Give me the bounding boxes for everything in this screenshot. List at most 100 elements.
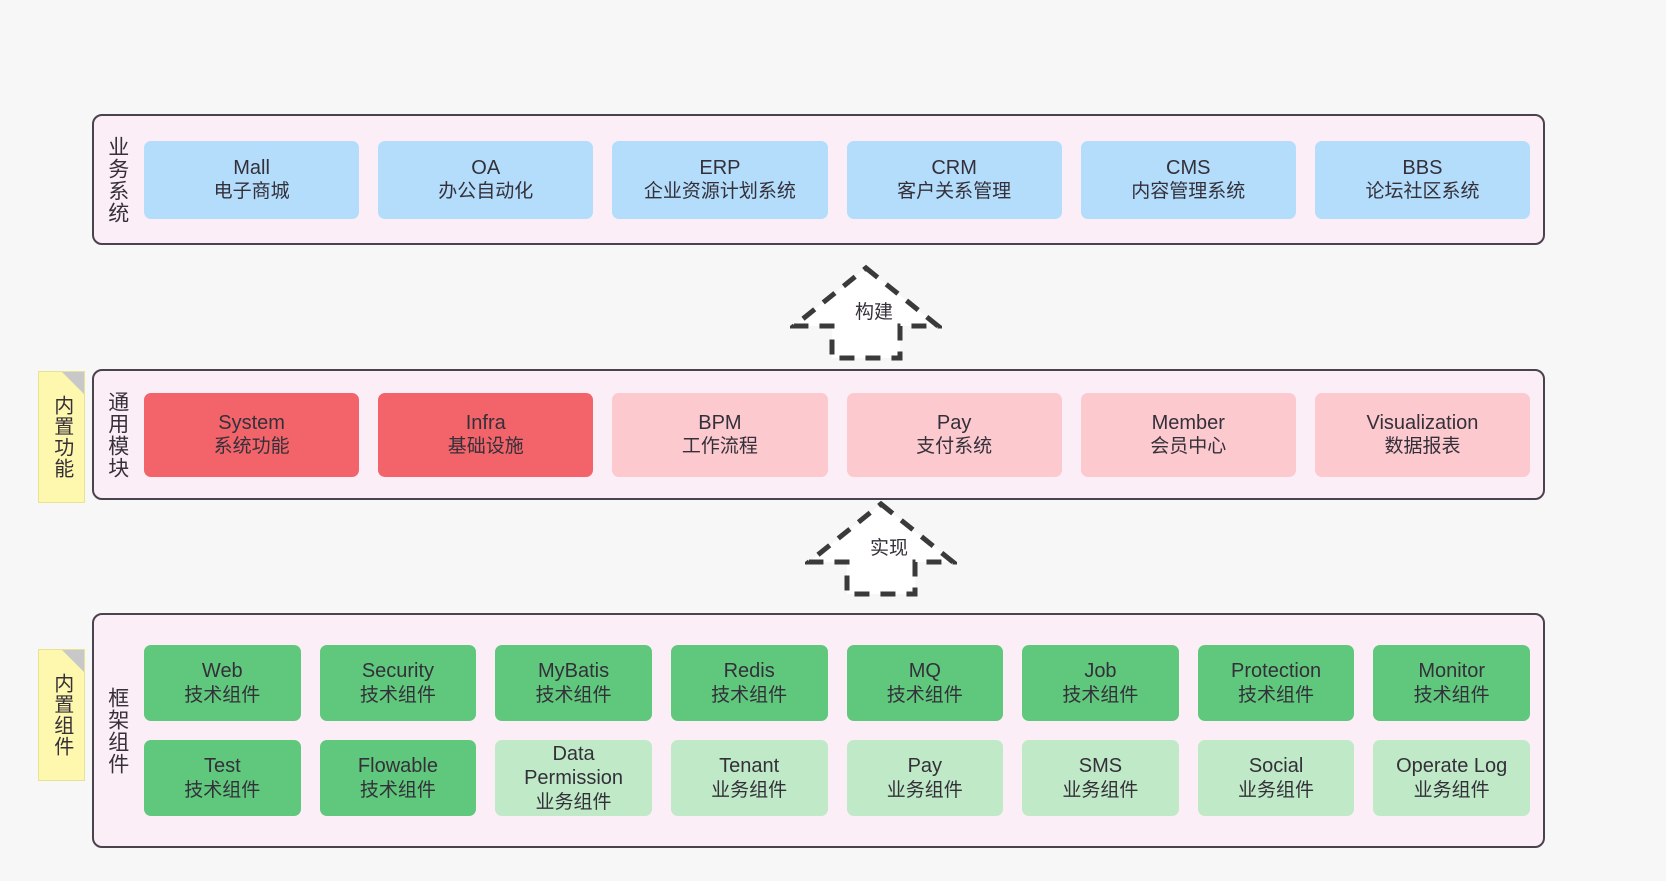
node-monitor-cn: 技术组件	[1413, 684, 1490, 706]
node-pay-module-en: Pay	[936, 411, 972, 434]
sticky-fold-corner-icon	[62, 650, 84, 672]
layer-body-common-modules: System 系统功能 Infra 基础设施 BPM 工作流程 Pay 支付系统…	[140, 371, 1543, 498]
node-mq[interactable]: MQ 技术组件	[846, 645, 1004, 721]
node-web[interactable]: Web 技术组件	[144, 645, 301, 721]
node-social-cn: 业务组件	[1238, 779, 1315, 801]
node-member-en: Member	[1151, 411, 1225, 434]
layer-framework-components: 框架组件 Web 技术组件 Security 技术组件 MyBatis 技术组件…	[92, 613, 1545, 848]
node-infra[interactable]: Infra 基础设施	[378, 392, 594, 477]
node-mall-en: Mall	[233, 156, 270, 179]
node-flowable[interactable]: Flowable 技术组件	[319, 740, 477, 816]
node-cms-en: CMS	[1166, 156, 1211, 179]
node-social[interactable]: Social 业务组件	[1197, 740, 1355, 816]
node-crm-en: CRM	[931, 156, 977, 179]
layer-body-framework-components: Web 技术组件 Security 技术组件 MyBatis 技术组件 Redi…	[140, 615, 1543, 846]
node-pay-component-en: Pay	[907, 755, 943, 778]
node-mq-cn: 技术组件	[886, 684, 963, 706]
node-security[interactable]: Security 技术组件	[319, 645, 477, 721]
node-protection-cn: 技术组件	[1238, 684, 1315, 706]
arrow-build-label: 构建	[855, 302, 894, 323]
sticky-note-builtin-features-label: 内置功能	[50, 395, 73, 479]
node-mq-en: MQ	[908, 660, 941, 683]
layer-title-common-modules: 通用模块	[105, 390, 129, 479]
node-pay-module-cn: 支付系统	[916, 436, 993, 458]
node-redis[interactable]: Redis 技术组件	[670, 645, 828, 721]
node-data-permission[interactable]: Data Permission 业务组件	[495, 740, 652, 816]
node-mybatis[interactable]: MyBatis 技术组件	[495, 645, 652, 721]
node-sms-en: SMS	[1078, 755, 1123, 778]
node-tenant[interactable]: Tenant 业务组件	[670, 740, 828, 816]
node-test-cn: 技术组件	[184, 779, 261, 801]
node-redis-cn: 技术组件	[711, 684, 788, 706]
node-operate-log-en: Operate Log	[1396, 755, 1508, 778]
node-bpm-en: BPM	[698, 411, 742, 434]
node-security-cn: 技术组件	[359, 684, 436, 706]
node-member[interactable]: Member 会员中心	[1080, 392, 1296, 477]
node-operate-log-cn: 业务组件	[1413, 779, 1490, 801]
sticky-fold-corner-icon	[62, 372, 84, 394]
node-system-en: System	[218, 411, 285, 434]
node-erp-cn: 企业资源计划系统	[643, 181, 796, 203]
sticky-note-builtin-components-label: 内置组件	[50, 673, 73, 757]
node-test-en: Test	[203, 755, 241, 778]
node-flowable-cn: 技术组件	[359, 779, 436, 801]
sticky-note-builtin-components: 内置组件	[38, 649, 85, 781]
layer-title-framework-components: 框架组件	[105, 686, 129, 775]
node-oa-cn: 办公自动化	[438, 181, 534, 203]
node-mall[interactable]: Mall 电子商城	[144, 140, 360, 219]
node-mybatis-cn: 技术组件	[535, 684, 612, 706]
node-mybatis-en: MyBatis	[538, 660, 610, 683]
node-visualization-cn: 数据报表	[1384, 436, 1461, 458]
node-infra-cn: 基础设施	[447, 436, 524, 458]
node-data-permission-cn: 业务组件	[535, 791, 612, 813]
node-oa[interactable]: OA 办公自动化	[378, 140, 594, 219]
node-pay-component-cn: 业务组件	[886, 779, 963, 801]
node-monitor[interactable]: Monitor 技术组件	[1373, 645, 1530, 721]
layer-body-business-systems: Mall 电子商城 OA 办公自动化 ERP 企业资源计划系统 CRM 客户关系…	[140, 116, 1543, 243]
node-sms-cn: 业务组件	[1062, 779, 1139, 801]
node-web-cn: 技术组件	[184, 684, 261, 706]
node-protection[interactable]: Protection 技术组件	[1197, 645, 1355, 721]
node-data-permission-en: Data Permission	[524, 743, 624, 790]
sticky-note-builtin-features: 内置功能	[38, 371, 85, 503]
node-sms[interactable]: SMS 业务组件	[1022, 740, 1179, 816]
node-tenant-cn: 业务组件	[711, 779, 788, 801]
node-job-en: Job	[1084, 660, 1117, 683]
node-visualization[interactable]: Visualization 数据报表	[1314, 392, 1531, 477]
node-bpm[interactable]: BPM 工作流程	[612, 392, 828, 477]
node-operate-log[interactable]: Operate Log 业务组件	[1373, 740, 1530, 816]
node-redis-en: Redis	[723, 660, 775, 683]
node-pay-component[interactable]: Pay 业务组件	[846, 740, 1004, 816]
arrow-implement-label: 实现	[870, 538, 909, 559]
node-crm-cn: 客户关系管理	[897, 181, 1012, 203]
layer-common-modules: 通用模块 System 系统功能 Infra 基础设施 BPM 工作流程 Pay…	[92, 369, 1545, 500]
arrow-build-icon	[786, 264, 946, 361]
node-bbs[interactable]: BBS 论坛社区系统	[1314, 140, 1531, 219]
node-row-framework-tech: Web 技术组件 Security 技术组件 MyBatis 技术组件 Redi…	[144, 645, 1530, 721]
arrow-build	[786, 264, 946, 362]
node-erp-en: ERP	[699, 156, 741, 179]
node-bpm-cn: 工作流程	[681, 436, 758, 458]
node-system-cn: 系统功能	[213, 436, 290, 458]
node-system[interactable]: System 系统功能	[144, 392, 360, 477]
node-row-business: Mall 电子商城 OA 办公自动化 ERP 企业资源计划系统 CRM 客户关系…	[144, 140, 1531, 219]
node-mall-cn: 电子商城	[213, 181, 290, 203]
node-infra-en: Infra	[465, 411, 506, 434]
arrow-implement-icon	[801, 500, 961, 597]
node-security-en: Security	[361, 660, 435, 683]
node-cms-cn: 内容管理系统	[1131, 181, 1246, 203]
node-visualization-en: Visualization	[1366, 411, 1479, 434]
node-monitor-en: Monitor	[1418, 660, 1486, 683]
node-erp[interactable]: ERP 企业资源计划系统	[612, 140, 828, 219]
node-row-framework-business: Test 技术组件 Flowable 技术组件 Data Permission …	[144, 740, 1530, 816]
node-bbs-en: BBS	[1402, 156, 1443, 179]
node-crm[interactable]: CRM 客户关系管理	[846, 140, 1062, 219]
node-social-en: Social	[1248, 755, 1304, 778]
node-cms[interactable]: CMS 内容管理系统	[1080, 140, 1296, 219]
node-job-cn: 技术组件	[1062, 684, 1139, 706]
node-pay-module[interactable]: Pay 支付系统	[846, 392, 1062, 477]
node-job[interactable]: Job 技术组件	[1022, 645, 1179, 721]
node-test[interactable]: Test 技术组件	[144, 740, 301, 816]
node-bbs-cn: 论坛社区系统	[1365, 181, 1480, 203]
